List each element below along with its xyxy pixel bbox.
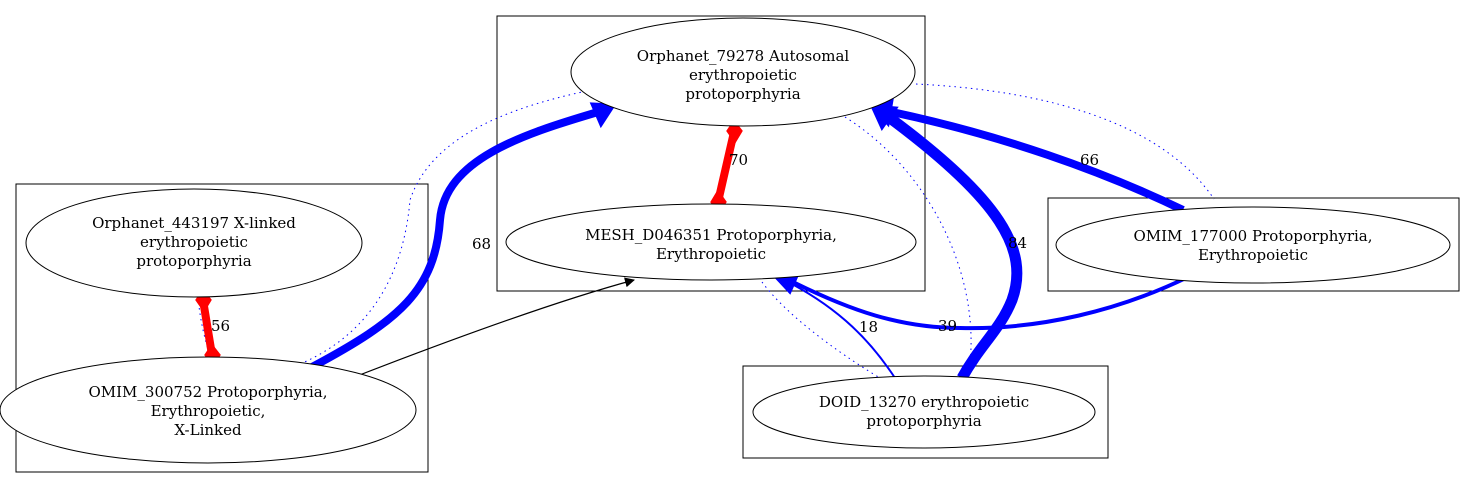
edge-omim177000-orphanet79278 [891,108,1185,214]
node-omim-177000-shape [1055,206,1451,284]
node-orphanet-79278-line-3: protoporphyria [685,85,800,103]
edge-label-omim177000-orphanet79278: 66 [1080,151,1099,169]
edge-omim300752-mesh [356,277,635,377]
node-orphanet-443197-shape [25,188,363,298]
node-omim-177000-line-2: Erythropoietic [1198,246,1308,264]
node-doid-13270-shape [752,375,1096,449]
edge-label-omim300752-orphanet443197: 56 [211,317,230,335]
edge-doid-orphanet79278 [886,113,1023,381]
node-omim-300752-line-1: OMIM_300752 Protoporphyria, [88,383,327,401]
edge-label-omim177000-mesh: 39 [938,317,957,335]
node-orphanet-443197-line-3: protoporphyria [136,252,251,270]
node-orphanet-443197[interactable]: Orphanet_443197 X-linked erythropoietic … [25,188,363,298]
node-orphanet-79278-line-2: erythropoietic [689,66,797,84]
edge-label-doid-mesh: 18 [859,318,878,336]
dotted-edge-orphanet79278-omim177000 [915,83,1215,200]
edge-omim300752-orphanet79278 [310,108,600,371]
dotted-edge-omim300752-orphanet79278 [299,91,583,365]
node-doid-13270[interactable]: DOID_13270 erythropoietic protoporphyria [752,375,1096,449]
node-orphanet-79278-shape [570,17,916,127]
node-orphanet-443197-line-2: erythropoietic [140,233,248,251]
edge-doid-orphanet79278-arrowhead [869,104,899,132]
edge-to-mesh-arrowhead [774,275,799,295]
node-omim-300752[interactable]: OMIM_300752 Protoporphyria, Erythropoiet… [0,356,417,464]
node-omim-300752-shape [0,356,417,464]
node-omim-300752-line-2: Erythropoietic, [151,402,266,420]
edge-mesh-orphanet79278 [714,131,738,203]
node-orphanet-79278-line-1: Orphanet_79278 Autosomal [637,47,850,65]
node-doid-13270-line-2: protoporphyria [866,412,981,430]
edge-label-doid-orphanet79278: 84 [1008,234,1027,252]
edge-omim300752-orphanet79278-arrowhead [589,102,617,129]
node-mesh-d046351[interactable]: MESH_D046351 Protoporphyria, Erythropoie… [505,203,917,281]
dotted-edge-orphanet79278-doid [844,116,972,379]
edge-label-omim300752-orphanet79278: 68 [472,235,491,253]
node-orphanet-79278[interactable]: Orphanet_79278 Autosomal erythropoietic … [570,17,916,127]
node-mesh-d046351-line-2: Erythropoietic [656,245,766,263]
cluster-omim177000 [1047,197,1460,292]
edge-label-mesh-orphanet79278: 70 [729,151,748,169]
node-orphanet-443197-line-1: Orphanet_443197 X-linked [92,214,296,232]
node-omim-177000-line-1: OMIM_177000 Protoporphyria, [1133,227,1372,245]
cluster-orphanet443197-omim300752 [15,183,429,473]
node-doid-13270-line-1: DOID_13270 erythropoietic [819,393,1029,411]
node-mesh-d046351-line-1: MESH_D046351 Protoporphyria, [585,226,837,244]
node-omim-177000[interactable]: OMIM_177000 Protoporphyria, Erythropoiet… [1055,206,1451,284]
cluster-doid13270 [742,365,1109,459]
dotted-edge-mesh-doid [761,281,881,379]
node-omim-300752-line-3: X-Linked [174,421,242,439]
node-mesh-d046351-shape [505,203,917,281]
edge-omim177000-mesh [794,275,1189,331]
edge-doid-mesh [791,283,896,379]
edge-mesh-orphanet79278-diamond-top [726,119,743,144]
